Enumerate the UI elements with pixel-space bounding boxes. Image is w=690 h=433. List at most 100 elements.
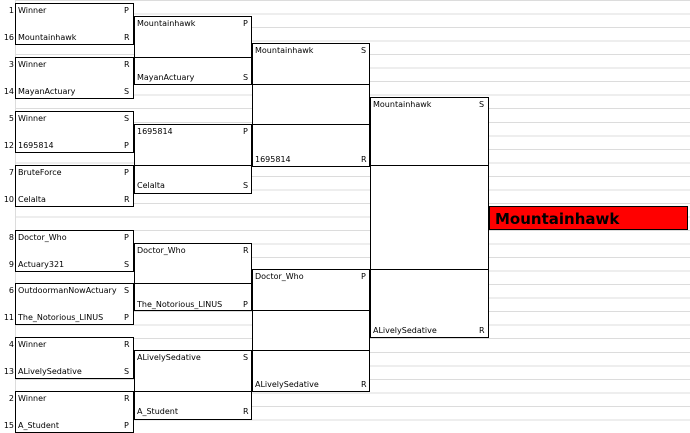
seed-number: 9 xyxy=(8,260,14,269)
r1-match-2-box xyxy=(15,57,134,99)
seed-number: 2 xyxy=(8,394,14,403)
team-letter: S xyxy=(124,260,130,269)
gridline xyxy=(134,391,252,392)
r1-match-7-box xyxy=(15,337,134,379)
r1-match-1-box xyxy=(15,3,134,45)
team-letter: R xyxy=(124,33,130,42)
champion-cell[interactable]: Mountainhawk xyxy=(489,206,688,230)
team-letter: R xyxy=(243,246,249,255)
team-letter: P xyxy=(124,233,129,242)
team-name[interactable]: Celalta xyxy=(137,181,165,190)
team-letter: S xyxy=(124,286,130,295)
team-letter: R xyxy=(361,380,367,389)
team-name[interactable]: Winner xyxy=(18,340,47,349)
team-letter: R xyxy=(124,60,130,69)
seed-number: 7 xyxy=(8,168,14,177)
team-letter: P xyxy=(243,127,248,136)
team-name[interactable]: Winner xyxy=(18,6,47,15)
team-letter: S xyxy=(124,87,130,96)
seed-number: 10 xyxy=(3,195,14,204)
team-name[interactable]: ALivelySedative xyxy=(373,326,437,335)
team-name[interactable]: A_Student xyxy=(137,407,178,416)
r1-match-5-box xyxy=(15,230,134,272)
team-letter: R xyxy=(124,394,130,403)
seed-number: 5 xyxy=(8,114,14,123)
seed-number: 4 xyxy=(8,340,14,349)
team-letter: S xyxy=(243,353,249,362)
connector-line xyxy=(252,84,370,85)
seed-number: 12 xyxy=(3,141,14,150)
team-name[interactable]: ALivelySedative xyxy=(255,380,319,389)
final-match-box xyxy=(370,97,489,338)
team-letter: P xyxy=(243,19,248,28)
team-name[interactable]: OutdoormanNowActuary xyxy=(18,286,117,295)
team-name[interactable]: Actuary321 xyxy=(18,260,65,269)
r2-match-2-box xyxy=(134,124,252,194)
team-letter: P xyxy=(361,272,366,281)
team-name[interactable]: Doctor_Who xyxy=(137,246,186,255)
connector-line xyxy=(370,165,489,166)
team-letter: R xyxy=(124,340,130,349)
seed-number: 14 xyxy=(3,87,14,96)
team-name[interactable]: Winner xyxy=(18,114,47,123)
seed-number: 16 xyxy=(3,33,14,42)
team-name[interactable]: Celalta xyxy=(18,195,46,204)
team-name[interactable]: BruteForce xyxy=(18,168,62,177)
r2-match-4-box xyxy=(134,350,252,420)
seed-number: 15 xyxy=(3,421,14,430)
team-name[interactable]: Doctor_Who xyxy=(255,272,304,281)
champion-name: Mountainhawk xyxy=(495,210,620,228)
team-letter: P xyxy=(124,141,129,150)
team-name[interactable]: Mountainhawk xyxy=(255,46,314,55)
r3-match-2-box xyxy=(252,269,370,392)
team-name[interactable]: A_Student xyxy=(18,421,59,430)
seed-number: 8 xyxy=(8,233,14,242)
r1-match-6-box xyxy=(15,283,134,325)
seed-number: 3 xyxy=(8,60,14,69)
team-letter: R xyxy=(124,195,130,204)
team-letter: S xyxy=(124,367,130,376)
seed-number: 1 xyxy=(8,6,14,15)
r2-match-3-box xyxy=(134,243,252,311)
team-letter: P xyxy=(124,421,129,430)
team-letter: R xyxy=(243,407,249,416)
connector-line xyxy=(252,124,370,125)
team-name[interactable]: Winner xyxy=(18,60,47,69)
connector-line xyxy=(252,310,370,311)
team-name[interactable]: 1695814 xyxy=(137,127,173,136)
gridline xyxy=(134,283,252,284)
team-letter: P xyxy=(243,300,248,309)
seed-number: 13 xyxy=(3,367,14,376)
team-name[interactable]: Mountainhawk xyxy=(137,19,196,28)
team-letter: P xyxy=(124,168,129,177)
r1-match-8-box xyxy=(15,391,134,433)
team-letter: R xyxy=(361,155,367,164)
r1-match-4-box xyxy=(15,165,134,207)
team-name[interactable]: Mountainhawk xyxy=(18,33,77,42)
team-letter: S xyxy=(479,100,485,109)
team-letter: S xyxy=(361,46,367,55)
team-name[interactable]: The_Notorious_LINUS xyxy=(18,313,104,322)
seed-number: 6 xyxy=(8,286,14,295)
team-name[interactable]: The_Notorious_LINUS xyxy=(137,300,223,309)
team-letter: S xyxy=(124,114,130,123)
team-name[interactable]: MayanActuary xyxy=(137,73,195,82)
connector-line xyxy=(252,350,370,351)
team-name[interactable]: Doctor_Who xyxy=(18,233,67,242)
r3-match-1-box xyxy=(252,43,370,167)
team-name[interactable]: Mountainhawk xyxy=(373,100,432,109)
seed-number: 11 xyxy=(3,313,14,322)
connector-line xyxy=(370,269,489,270)
team-name[interactable]: 1695814 xyxy=(255,155,291,164)
team-name[interactable]: ALivelySedative xyxy=(18,367,82,376)
gridline xyxy=(134,165,252,166)
team-letter: P xyxy=(124,313,129,322)
r1-match-3-box xyxy=(15,111,134,153)
team-name[interactable]: Winner xyxy=(18,394,47,403)
team-name[interactable]: ALivelySedative xyxy=(137,353,201,362)
team-letter: S xyxy=(243,73,249,82)
team-name[interactable]: MayanActuary xyxy=(18,87,76,96)
team-letter: R xyxy=(479,326,485,335)
seed-column xyxy=(0,0,16,433)
team-name[interactable]: 1695814 xyxy=(18,141,54,150)
